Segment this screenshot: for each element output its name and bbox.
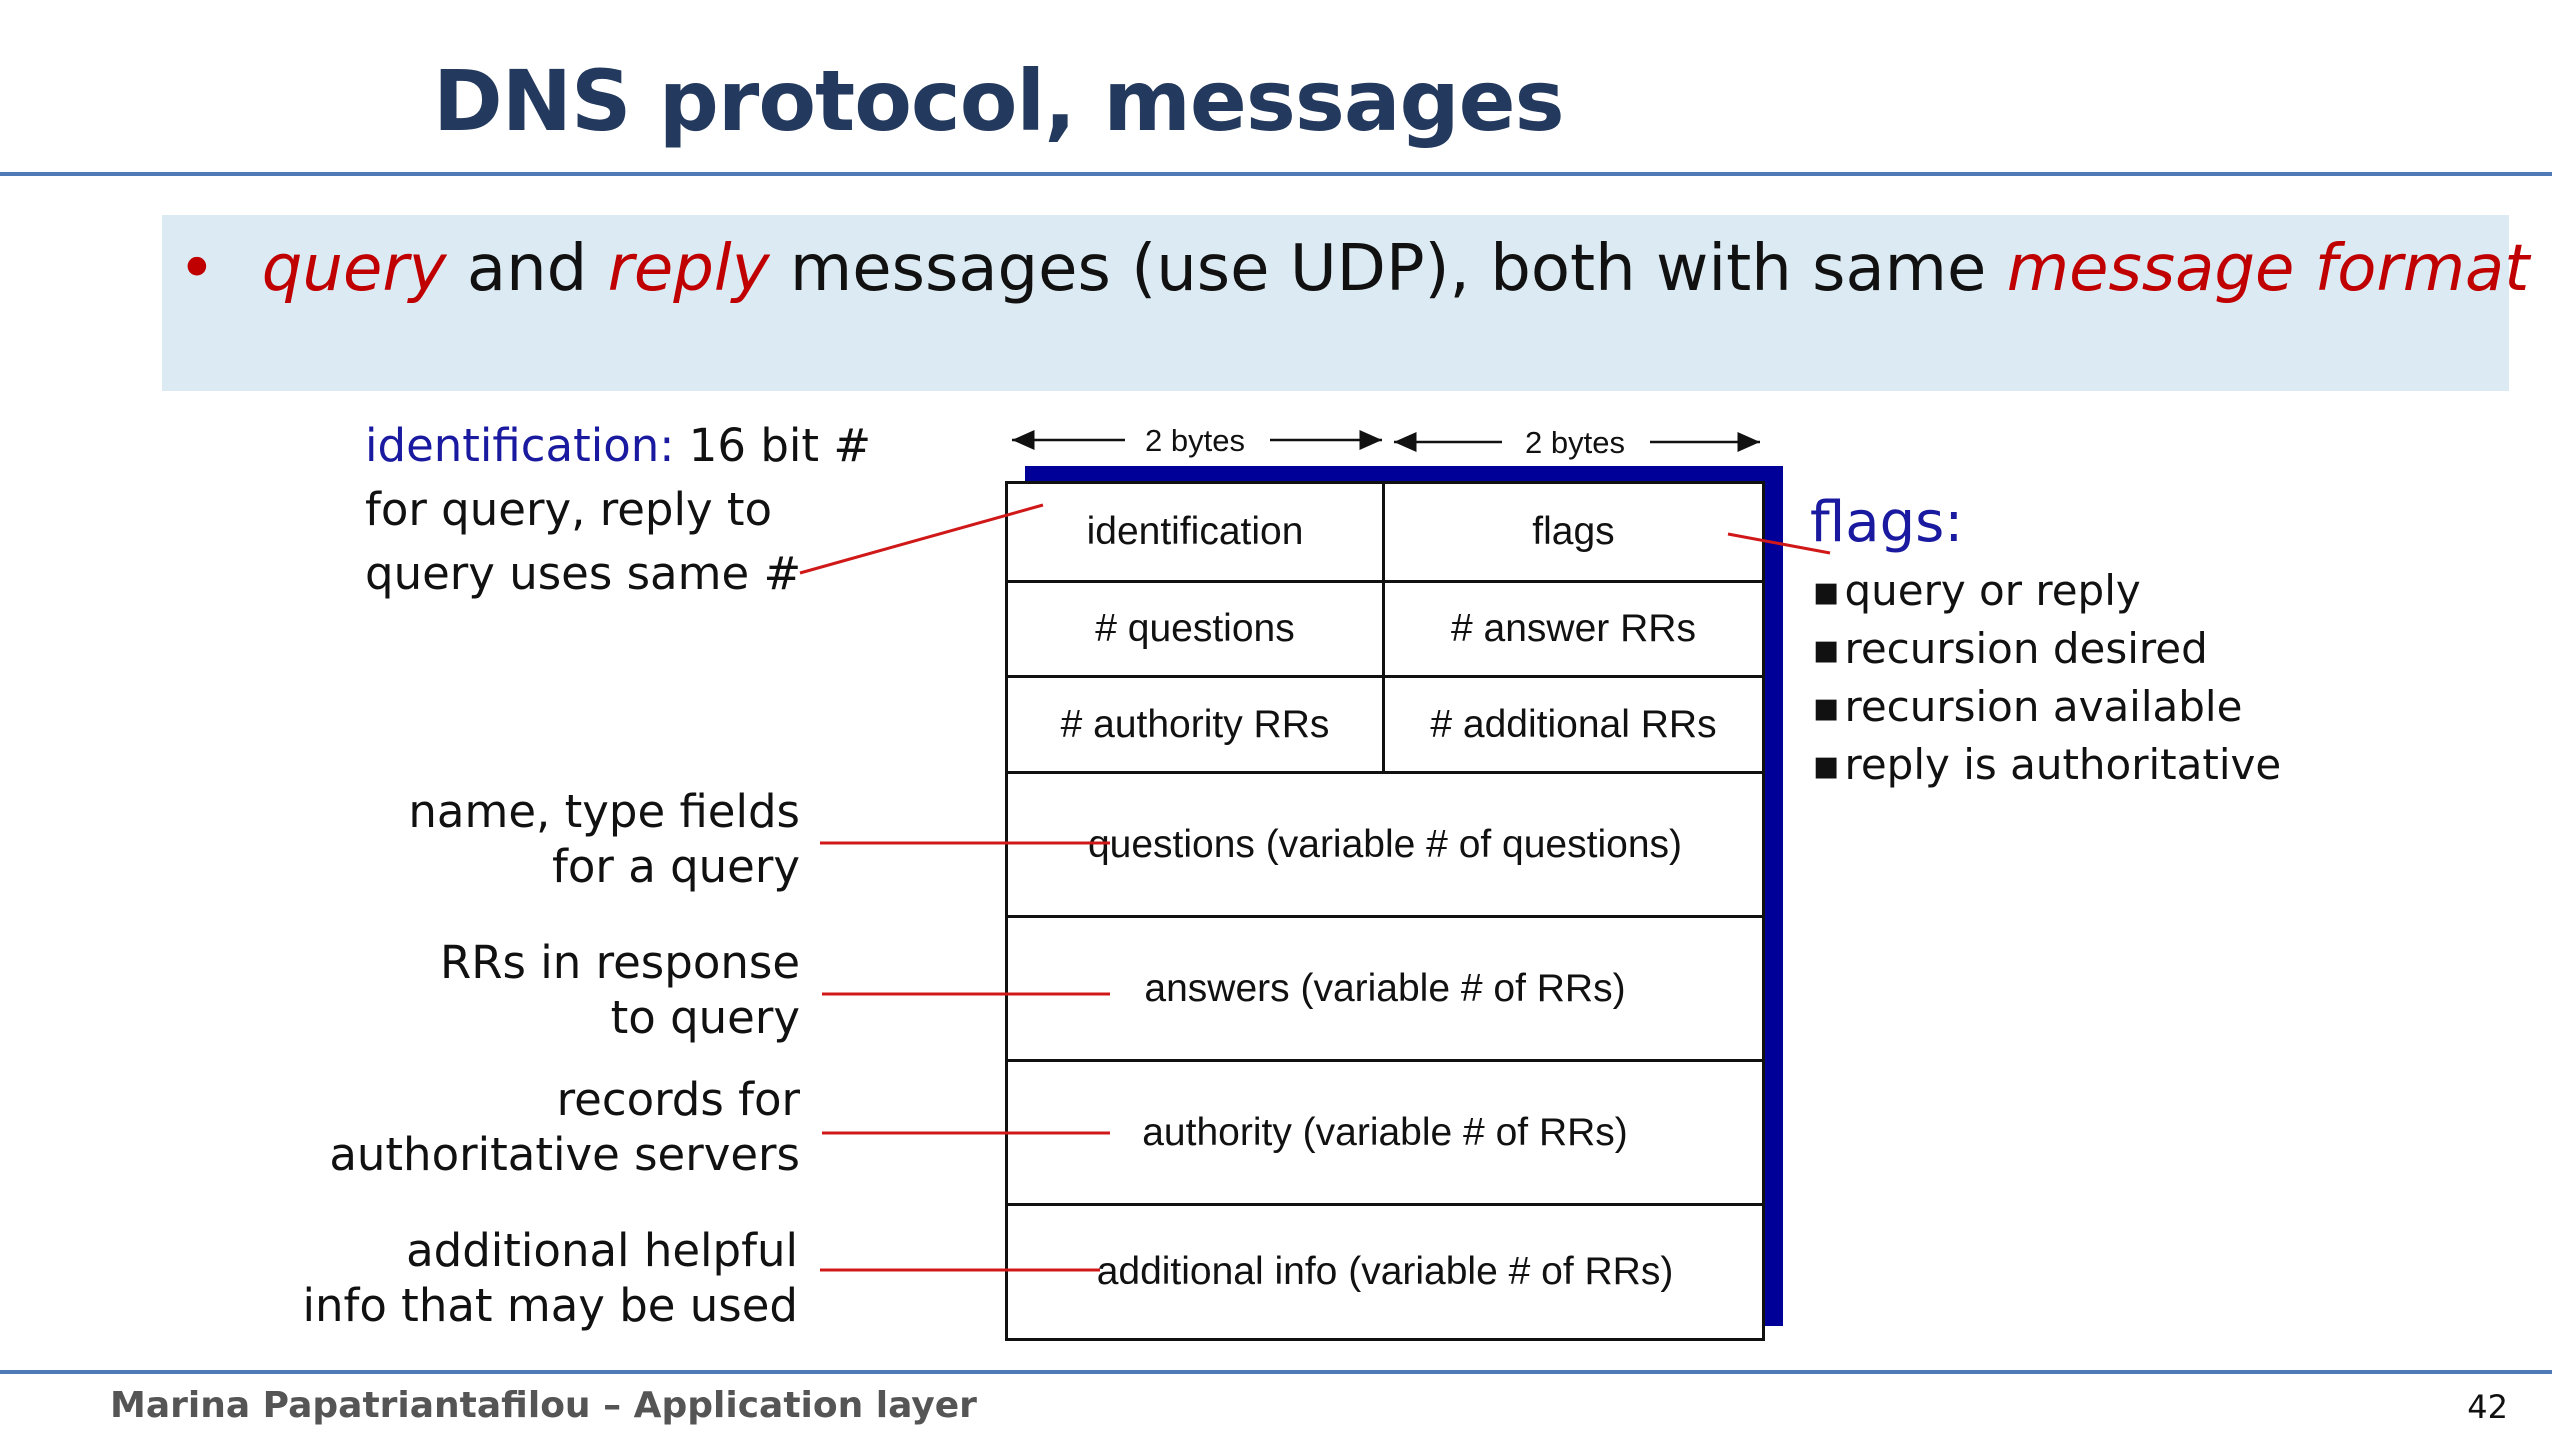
records-line-2: authoritative servers [329,1128,800,1181]
rrs-line-2: to query [610,991,800,1044]
header-row-3: # authority RRs # additional RRs [1008,678,1762,774]
byte-label-left: 2 bytes [1145,423,1245,458]
identification-line-1-rest: 16 bit # [674,419,872,472]
questions-section: questions (variable # of questions) [1008,774,1762,918]
authority-section-label: authority (variable # of RRs) [1142,1110,1628,1154]
identification-line-2: for query, reply to [365,483,773,536]
slide-title: DNS protocol, messages [433,52,1565,150]
footer-divider [0,1370,2552,1374]
answers-section: answers (variable # of RRs) [1008,918,1762,1062]
authority-section: authority (variable # of RRs) [1008,1062,1762,1206]
identification-line-3: query uses same # [365,547,802,600]
questions-section-label: questions (variable # of questions) [1087,822,1682,866]
identification-connector [799,503,1044,575]
annotation-connectors [799,503,1831,1272]
rrs-line-1: RRs in response [440,936,800,989]
flags-field: flags [1532,510,1615,553]
header-row-1: identification flags [1008,484,1762,583]
questions-count-field: # questions [1008,583,1385,675]
authority-rrs-count-field: # authority RRs [1008,678,1385,771]
additional-rrs-count-field: # additional RRs [1430,702,1717,746]
identification-annotation: identification: 16 bit # for query, repl… [365,414,871,606]
identification-heading: identification: [365,419,675,472]
bullet-reply: reply [607,232,770,306]
flags-title: flags: [1810,490,1964,555]
page-number: 42 [2467,1388,2508,1426]
rrs-annotation: RRs in response to query [0,935,800,1045]
records-line-1: records for [556,1073,800,1126]
name-type-annotation: name, type fields for a query [0,784,800,894]
answers-section-label: answers (variable # of RRs) [1144,966,1626,1010]
flags-list: query or reply recursion desired recursi… [1812,562,2281,794]
title-divider [0,172,2552,176]
byte-arrows [1012,430,1760,452]
flag-reply-authoritative: reply is authoritative [1812,736,2281,794]
bullet-text-2: messages (use UDP), both with same [769,232,2007,306]
name-type-line-1: name, type fields [408,785,800,838]
bullet-message-format: message format [2006,232,2530,306]
byte-label-right: 2 bytes [1525,425,1625,460]
additional-annotation: additional helpful info that may be used [0,1223,798,1333]
dns-message-format: identification flags # questions # answe… [1005,481,1765,1341]
additional-line-1: additional helpful [406,1224,798,1277]
bullet-query: query [261,232,447,306]
flag-query-or-reply: query or reply [1812,562,2281,620]
answer-rrs-count-field: # answer RRs [1451,607,1696,650]
bullet-dot-icon: • [178,232,216,306]
identification-field: identification [1008,484,1385,580]
additional-line-2: info that may be used [302,1279,798,1332]
records-annotation: records for authoritative servers [0,1072,800,1182]
summary-banner [162,215,2509,391]
summary-bullet: • query and reply messages (use UDP), bot… [178,232,2529,306]
additional-section: additional info (variable # of RRs) [1008,1206,1762,1338]
name-type-line-2: for a query [552,840,800,893]
header-row-2: # questions # answer RRs [1008,583,1762,678]
flag-recursion-desired: recursion desired [1812,620,2281,678]
bullet-text-1: and [446,232,608,306]
flag-recursion-available: recursion available [1812,678,2281,736]
additional-section-label: additional info (variable # of RRs) [1096,1250,1674,1293]
flags-connector [1727,532,1831,555]
identification-line-1: identification: 16 bit # [365,414,871,478]
footer-author: Marina Papatriantafilou – Application la… [110,1385,977,1426]
